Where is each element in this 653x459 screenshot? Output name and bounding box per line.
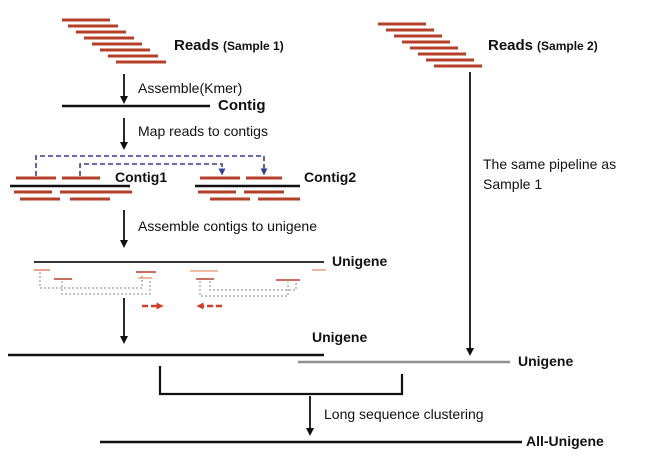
- step-assemble-label: Assemble(Kmer): [138, 80, 242, 96]
- contig2-group: [195, 176, 300, 201]
- unigene-top-label: Unigene: [332, 253, 387, 269]
- sample1-reads: [62, 18, 166, 64]
- contig2-label: Contig2: [304, 169, 356, 185]
- step-cluster-label: Long sequence clustering: [324, 406, 484, 422]
- same-pipeline-label-line2: Sample 1: [483, 176, 542, 192]
- unigene-mid-label: Unigene: [312, 329, 367, 345]
- unigene-sample2-label: Unigene: [518, 353, 573, 369]
- contig1-label: Contig1: [115, 169, 167, 185]
- reads-sample2-label: Reads(Sample 2): [488, 37, 598, 54]
- contig-label: Contig: [218, 97, 265, 114]
- same-pipeline-label-line1: The same pipeline as: [483, 156, 616, 172]
- reads-sample1-label: Reads(Sample 1): [174, 37, 284, 54]
- step-map-label: Map reads to contigs: [138, 123, 268, 139]
- sample2-reads: [378, 22, 482, 68]
- scaffold-detail: [34, 269, 326, 310]
- step-assemble-unigene-label: Assemble contigs to unigene: [138, 218, 317, 234]
- contig1-group: [10, 176, 132, 201]
- paired-end-connectors: [35, 155, 268, 176]
- all-unigene-label: All-Unigene: [526, 433, 604, 449]
- merge-bracket: [158, 366, 404, 396]
